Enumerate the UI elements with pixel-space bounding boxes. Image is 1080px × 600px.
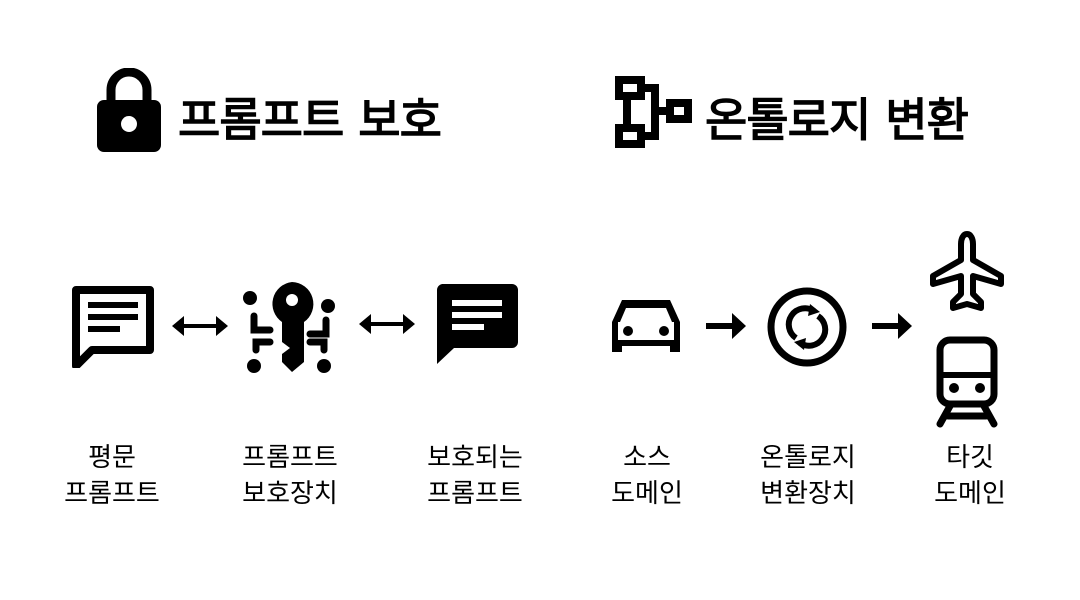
airplane-icon bbox=[930, 231, 1004, 311]
ontology-tree-icon bbox=[615, 76, 692, 148]
double-arrow-icon bbox=[172, 316, 228, 336]
lock-icon bbox=[97, 68, 161, 152]
right-arrow-icon bbox=[872, 313, 912, 339]
chat-outline-icon bbox=[72, 286, 154, 368]
section-title-ontology-conversion: 온톨로지 변환 bbox=[705, 93, 969, 147]
sync-circle-icon bbox=[767, 287, 847, 367]
section-title-prompt-protection: 프롬프트 보호 bbox=[178, 93, 442, 147]
train-icon bbox=[936, 336, 998, 428]
car-icon bbox=[612, 300, 680, 352]
chat-filled-icon bbox=[436, 284, 518, 364]
double-arrow-icon bbox=[359, 314, 415, 334]
digital-key-icon bbox=[243, 282, 335, 373]
right-arrow-icon bbox=[706, 313, 746, 339]
